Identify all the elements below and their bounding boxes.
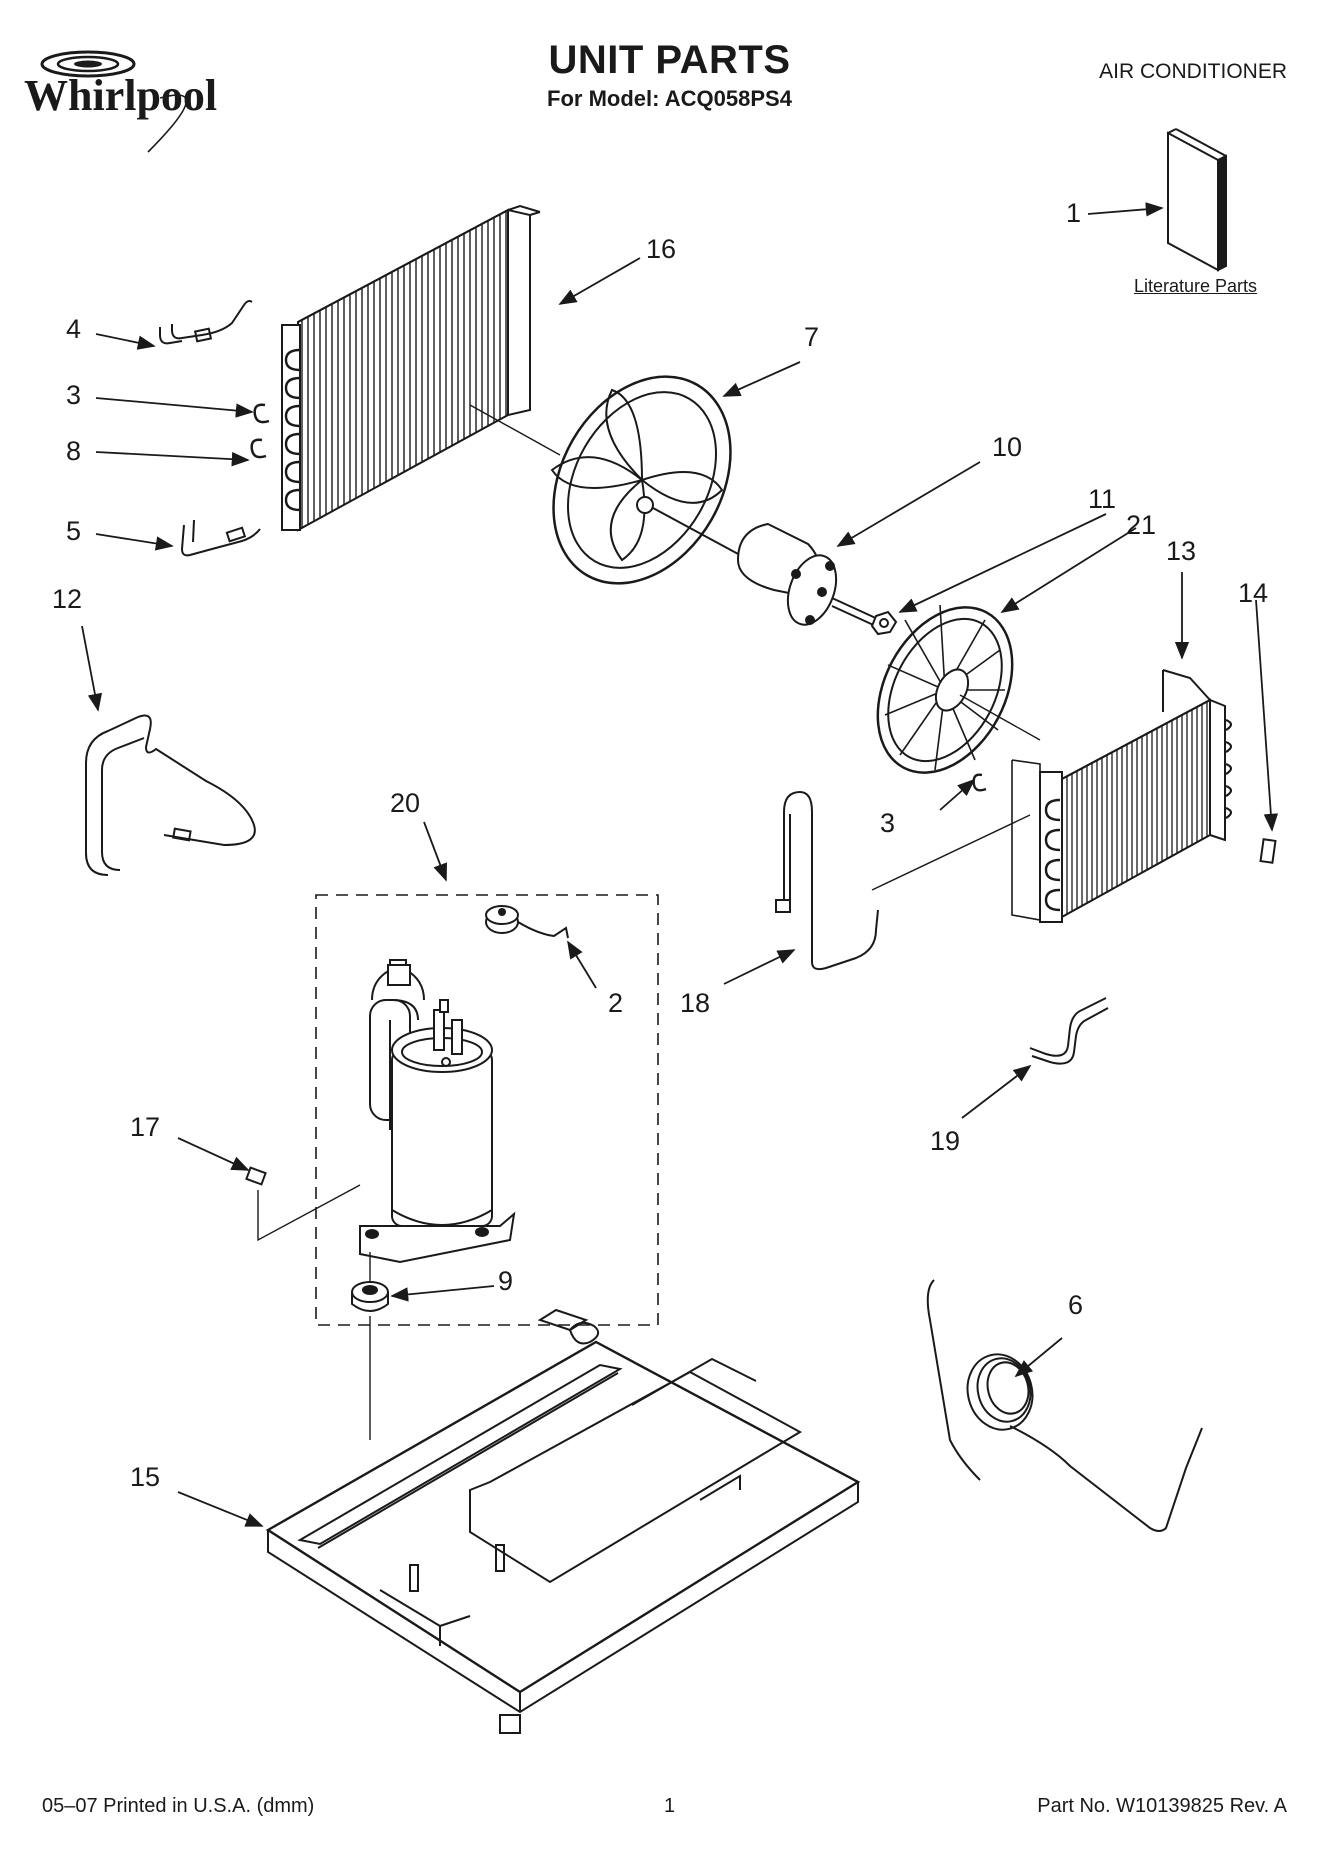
fan-shroud: [550, 375, 741, 585]
callout-3: 3: [66, 380, 82, 410]
part-number: Part No. W10139825 Rev. A: [1037, 1795, 1287, 1817]
callout-7: 7: [804, 322, 820, 352]
grommet-part-9: [351, 1252, 389, 1440]
print-info: 05–07 Printed in U.S.A. (dmm): [42, 1795, 315, 1817]
condenser-coil: [281, 204, 561, 532]
callout-16: 16: [646, 234, 677, 264]
blower-wheel: [876, 604, 1041, 774]
overload-part-2: [485, 905, 569, 939]
callout-20: 20: [390, 788, 421, 818]
callout-18: 18: [680, 988, 711, 1018]
svg-text:Whirlpool: Whirlpool: [24, 71, 217, 120]
callout-5: 5: [66, 516, 82, 546]
fan-motor: [736, 522, 881, 629]
callout-19: 19: [930, 1126, 961, 1156]
callout-4: 4: [66, 314, 82, 344]
clip-part-3: [253, 403, 270, 424]
literature-parts-label: Literature Parts: [1134, 276, 1258, 296]
callout-13: 13: [1166, 536, 1197, 566]
compressor-kit-box: [315, 894, 659, 1326]
callout-1: 1: [1066, 198, 1082, 228]
category-label: AIR CONDITIONER: [1099, 60, 1287, 83]
heater-part-6: [926, 1279, 1203, 1532]
callout-6: 6: [1068, 1290, 1084, 1320]
capillary-part-18: [775, 790, 1031, 971]
callout-14: 14: [1238, 578, 1269, 608]
callout-10: 10: [992, 432, 1023, 462]
callout-21: 21: [1126, 510, 1157, 540]
model-subtitle: For Model: ACQ058PS4: [547, 86, 792, 111]
literature-booklet: [1167, 128, 1227, 272]
tube-part-19: [1029, 997, 1107, 1057]
callout-9: 9: [498, 1266, 514, 1296]
clip-part-17: [245, 1166, 361, 1242]
leader-arrows: [81, 202, 1279, 1527]
tube-part-4: [159, 300, 253, 345]
compressor: [359, 959, 516, 1264]
callout-15: 15: [130, 1462, 161, 1492]
page-number: 1: [664, 1795, 676, 1817]
thermistor-part-14: [1259, 838, 1277, 864]
page-title: UNIT PARTS: [548, 38, 791, 82]
whirlpool-logo: Whirlpool: [18, 42, 268, 167]
base-pan: [265, 1308, 861, 1734]
callout-12: 12: [52, 584, 83, 614]
callout-17: 17: [130, 1112, 161, 1142]
tube-part-5: [180, 519, 261, 557]
callout-2: 2: [608, 988, 624, 1018]
tube-part-12: [85, 714, 256, 876]
clip-part-3b: [972, 773, 987, 792]
evaporator-coil: [1011, 669, 1233, 923]
nut-part-11: [870, 610, 898, 636]
callout-11: 11: [1088, 484, 1117, 514]
callout-8: 8: [66, 436, 82, 466]
clip-part-8: [250, 438, 267, 459]
callout-3b: 3: [880, 808, 896, 838]
